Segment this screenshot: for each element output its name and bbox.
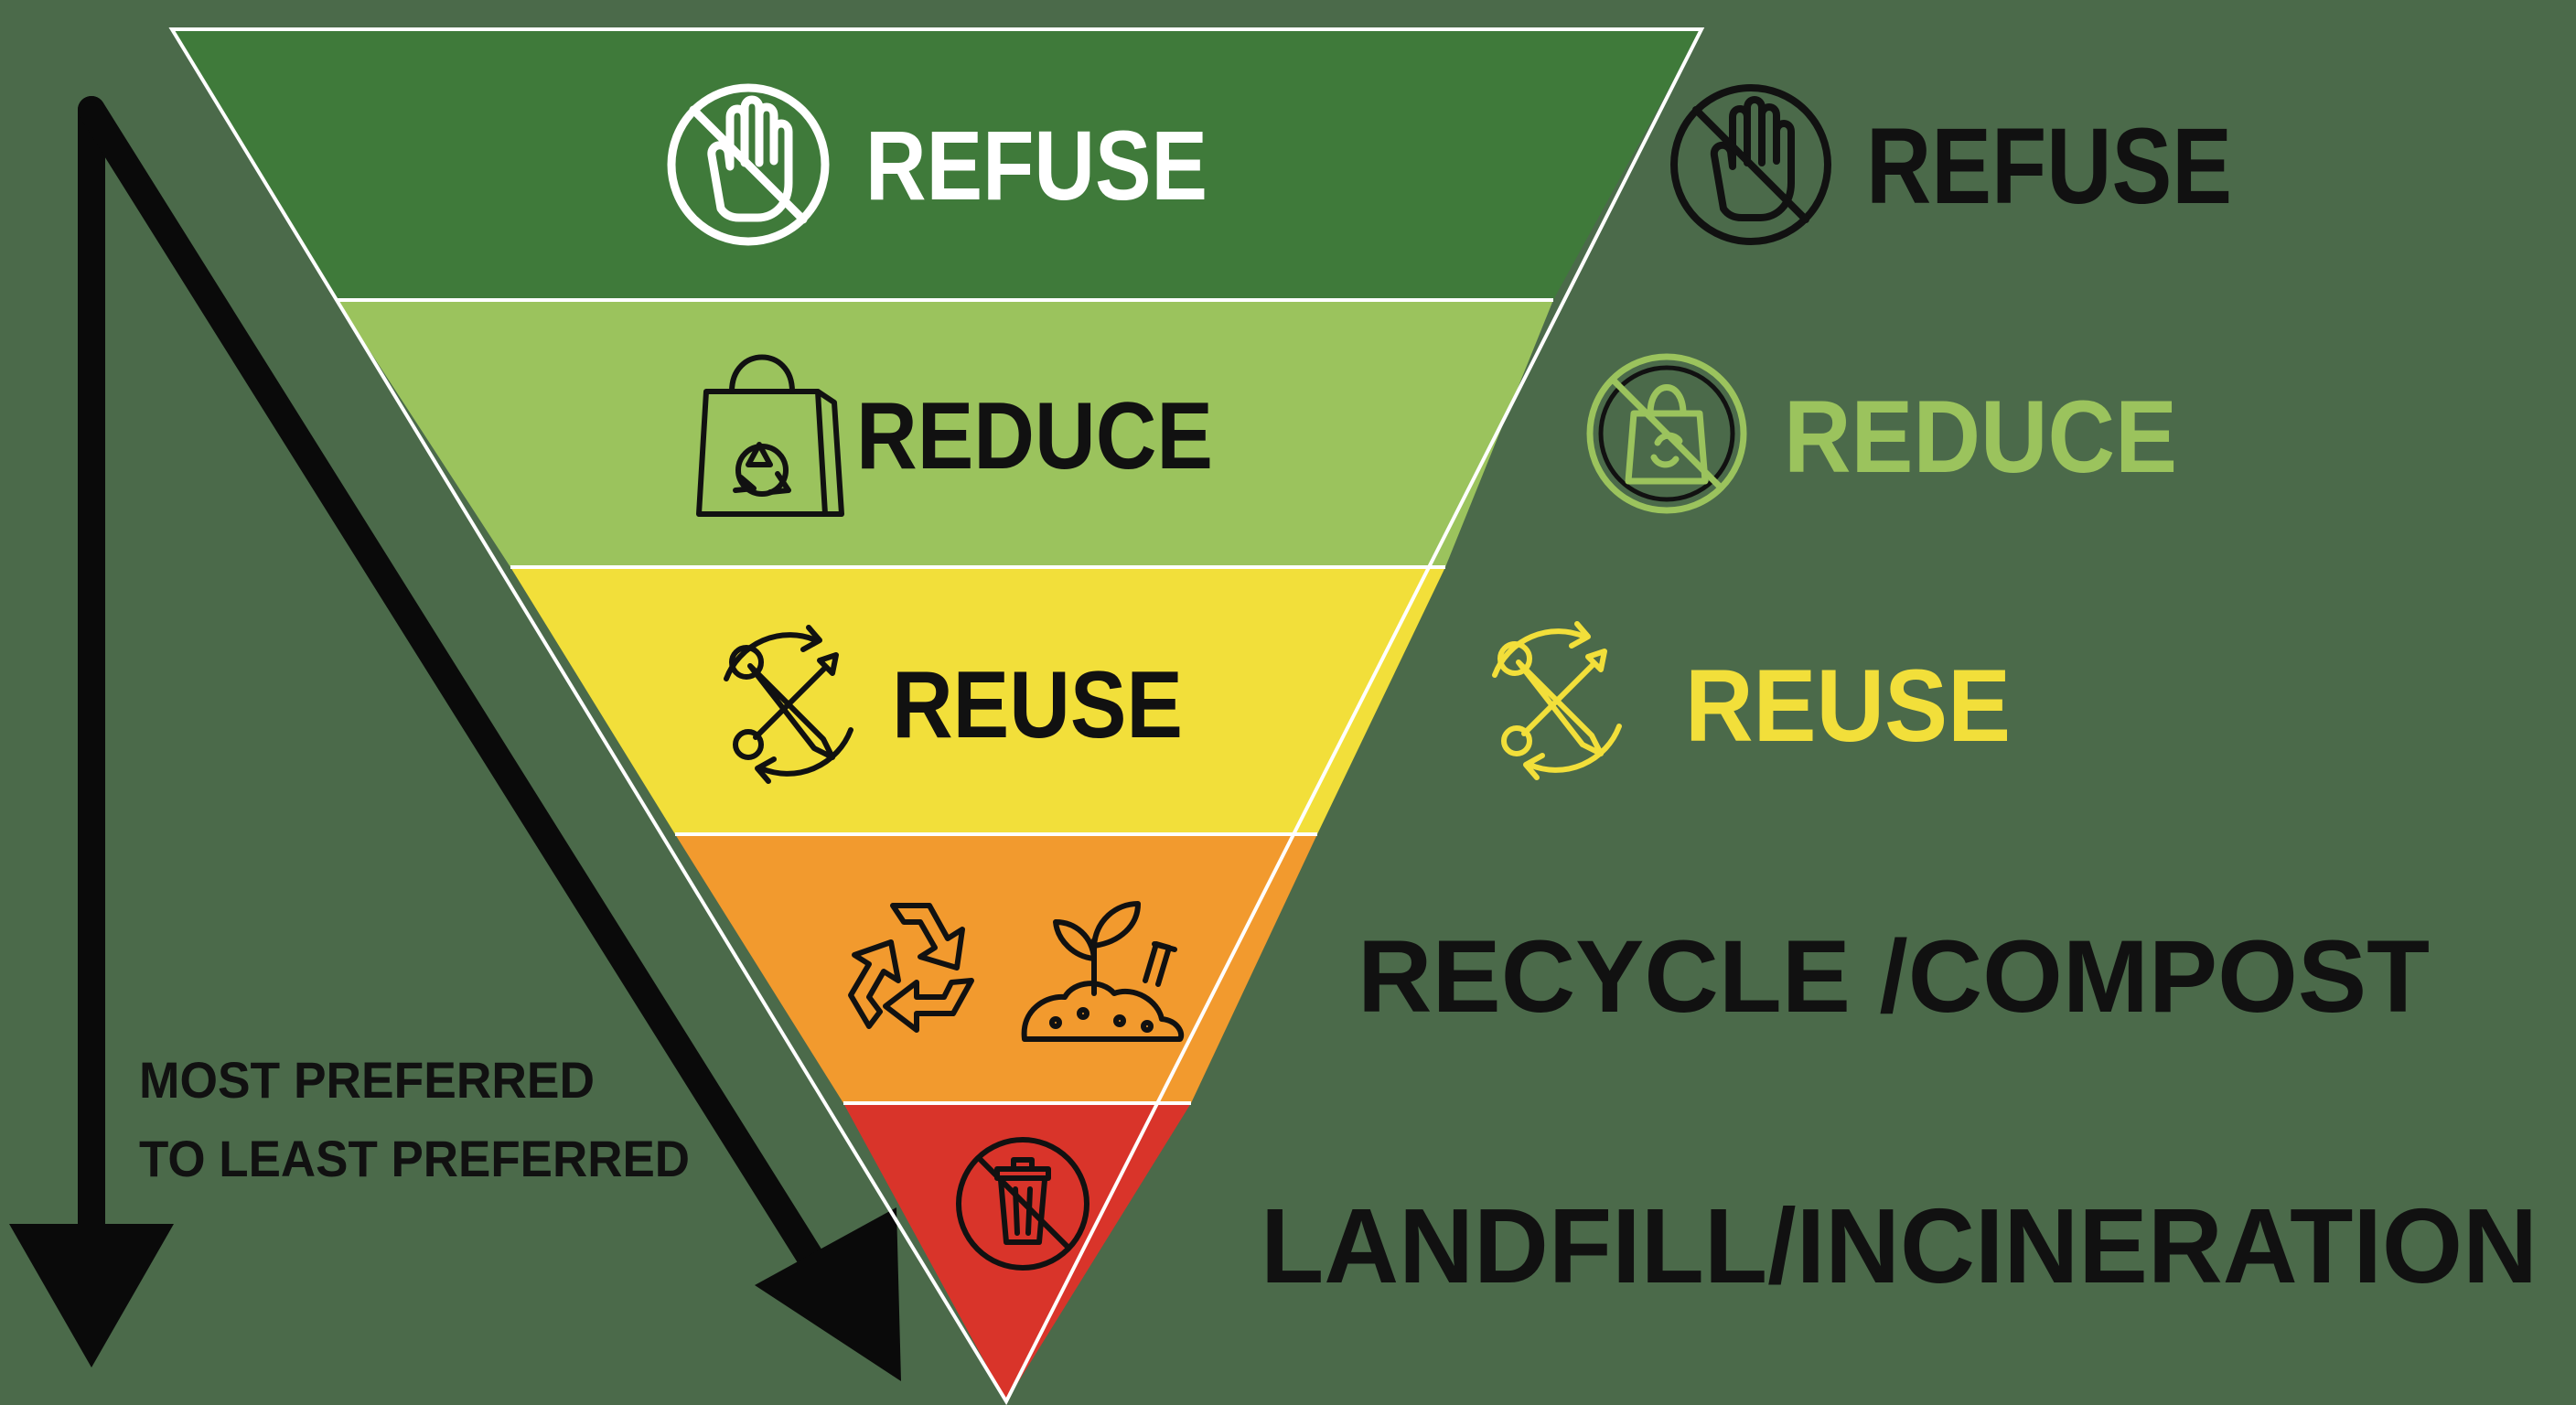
recycle-compost-icon [848,901,1185,1042]
right-reduce: REDUCE [1586,353,2177,514]
diagonal-arrow [78,96,901,1381]
reuse-label-inner: REUSE [892,652,1183,758]
reuse-label-outer: REUSE [1685,649,2011,763]
recycle-bag-icon [696,354,844,517]
band-reduce [337,300,1553,567]
recycle-compost-label: RECYCLE /COMPOST [1358,919,2430,1034]
preference-note: MOST PREFERRED TO LEAST PREFERRED [139,1051,690,1187]
repair-tools-icon [724,625,853,784]
no-trash-icon [956,1137,1089,1271]
refuse-label-inner: REFUSE [865,110,1208,220]
vertical-arrow [9,96,174,1367]
no-bag-icon [1586,353,1747,514]
pyramid [168,27,1705,1405]
refuse-label-outer: REFUSE [1866,106,2232,227]
band-landfill [843,1103,1191,1401]
landfill-incineration-label: LANDFILL/INCINERATION [1261,1186,2538,1305]
sprout-soil-icon [1021,901,1185,1042]
reduce-label-inner: REDUCE [856,383,1213,489]
refuse-row: REFUSE [667,83,1208,246]
reduce-row: REDUCE [696,354,1213,517]
stop-hand-icon [1670,84,1831,245]
stop-hand-icon [667,83,830,246]
recycle-icon [848,903,974,1033]
preference-line-1: MOST PREFERRED [139,1051,595,1109]
preference-line-2: TO LEAST PREFERRED [139,1130,690,1187]
right-refuse: REFUSE [1670,84,2232,245]
right-reuse: REUSE [1492,621,2011,780]
reuse-row: REUSE [724,625,1183,784]
repair-tools-icon [1492,621,1622,780]
band-recycle [675,834,1317,1103]
band-refuse [172,29,1701,300]
band-reuse [510,567,1445,834]
reduce-label-outer: REDUCE [1784,380,2177,494]
